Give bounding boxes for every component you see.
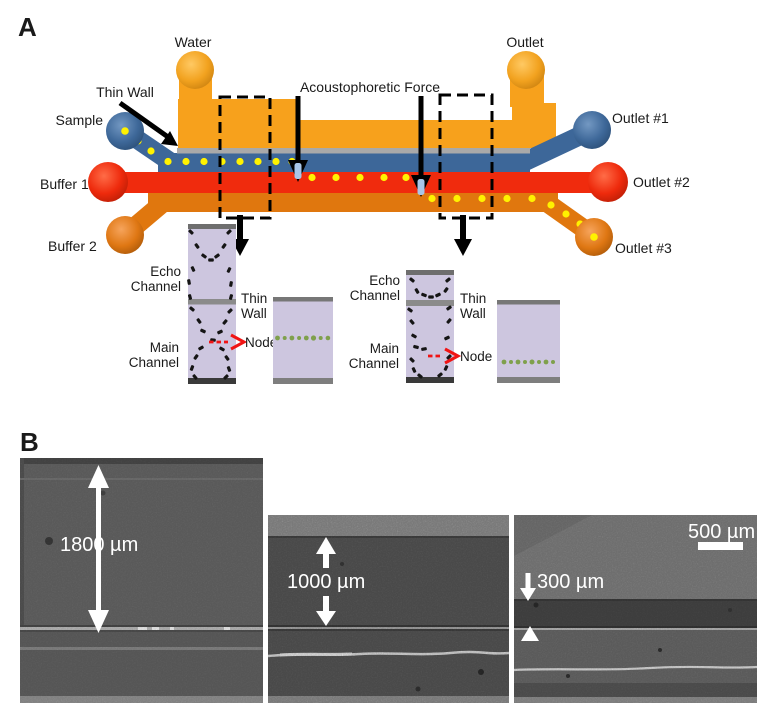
inset1-echo-particles	[187, 229, 234, 300]
inset2-echo-particles	[409, 277, 451, 299]
inset2-node-rect	[497, 300, 560, 383]
inset2-main-label-1: Main	[370, 341, 399, 356]
port-outlet	[507, 51, 545, 89]
force-label: Acoustophoretic Force	[300, 79, 440, 95]
inset1-thinwall-label-2: Wall	[241, 306, 267, 321]
inset2-node-arrow	[428, 347, 462, 365]
outlet-label: Outlet	[506, 34, 543, 50]
inset1-node-rect-top	[273, 297, 333, 302]
inset2-top-bar	[406, 270, 454, 275]
inset2-node-label: Node	[460, 349, 492, 364]
inset1: Echo Channel Main Channel Thin Wall Node	[129, 224, 333, 384]
inset2-node-dots	[501, 359, 555, 365]
micrograph-3-pointer-triangle	[521, 626, 539, 641]
sample-label: Sample	[56, 112, 104, 128]
inset1-node-label: Node	[245, 335, 277, 350]
buffer1-channel	[108, 172, 608, 193]
micrograph-3-scale-label: 500 µm	[688, 521, 755, 543]
micrograph-1-noise	[20, 458, 263, 703]
inset1-echo-label-2: Channel	[131, 279, 181, 294]
inset1-thinwall-label-1: Thin	[241, 291, 267, 306]
sample-dot	[121, 127, 129, 135]
thin-wall-arrow	[118, 100, 178, 146]
port-buffer1	[88, 162, 128, 202]
roi-arrow-2	[454, 215, 472, 256]
micrograph-3-measurement: 300 µm	[537, 571, 604, 593]
force-arrow-2	[411, 96, 431, 197]
inset1-node-dots	[275, 335, 331, 341]
micrograph-3-measure-arrow	[520, 573, 539, 641]
thin-wall-line	[177, 148, 530, 154]
force-arrow-1	[288, 96, 308, 182]
roi-box-2	[438, 93, 494, 220]
sample-band	[158, 153, 530, 172]
inset1-main-particles	[189, 306, 233, 380]
outlet1-label: Outlet #1	[612, 110, 669, 126]
outlet3-dot	[590, 233, 598, 241]
echo-channel-band	[178, 99, 556, 148]
port-outlet2	[588, 162, 628, 202]
inset2-main-particles	[407, 305, 452, 379]
inset1-echo-label-1: Echo	[150, 264, 181, 279]
inset2-thinwall-label-1: Thin	[460, 291, 486, 306]
micrograph-2-measurement: 1000 µm	[287, 571, 365, 593]
inset1-node-rect	[273, 297, 333, 384]
inset2-thinwall-label-2: Wall	[460, 306, 486, 321]
micrograph-2-noise	[268, 515, 509, 703]
outlet2-label: Outlet #2	[633, 174, 690, 190]
inset1-main-label-1: Main	[150, 340, 179, 355]
inset1-node-arrow	[209, 333, 248, 351]
panel-a: A	[18, 12, 690, 384]
buffer1-label: Buffer 1	[40, 176, 89, 192]
inset1-thinwall-bar	[188, 299, 236, 305]
buffer2-band	[148, 193, 558, 212]
inset1-node-rect-bottom	[273, 378, 333, 384]
inset2-echo-label-2: Channel	[350, 288, 400, 303]
micrograph-1-measurement: 1800 µm	[60, 534, 138, 556]
outlet3-label: Outlet #3	[615, 240, 672, 256]
inset2-bottom-bar	[406, 377, 454, 383]
micrograph-2-measure-arrow	[316, 537, 336, 626]
roi-box-1	[218, 95, 272, 220]
port-water	[176, 51, 214, 89]
inset2: Echo Channel Main Channel Thin Wall Node	[349, 270, 560, 383]
force-particle-2	[417, 179, 425, 195]
thin-wall-label: Thin Wall	[96, 84, 154, 100]
micrograph-3: 500 µm 300 µm	[513, 515, 758, 703]
inset2-main-label-2: Channel	[349, 356, 399, 371]
micrograph-1: 1800 µm	[20, 458, 263, 703]
panel-b: B 1800 µm	[20, 427, 758, 703]
buffer2-label: Buffer 2	[48, 238, 97, 254]
micrograph-1-measure-arrow	[88, 465, 109, 633]
inset2-echo-label-1: Echo	[369, 273, 400, 288]
inset1-bottom-bar	[188, 378, 236, 384]
water-label: Water	[175, 34, 212, 50]
micrograph-2: 1000 µm	[267, 515, 510, 703]
micrograph-3-scale-bar	[698, 542, 743, 550]
inset2-thinwall-bar	[406, 300, 454, 306]
inset2-node-rect-bottom	[497, 377, 560, 383]
ports	[88, 51, 628, 256]
force-particle-1	[294, 163, 302, 179]
port-buffer2	[106, 216, 144, 254]
inset1-main-label-2: Channel	[129, 355, 179, 370]
inset1-top-bar	[188, 224, 236, 229]
panel-b-label: B	[20, 427, 39, 457]
inset2-node-rect-top	[497, 300, 560, 305]
port-outlet1	[573, 111, 611, 149]
panel-a-label: A	[18, 12, 37, 42]
